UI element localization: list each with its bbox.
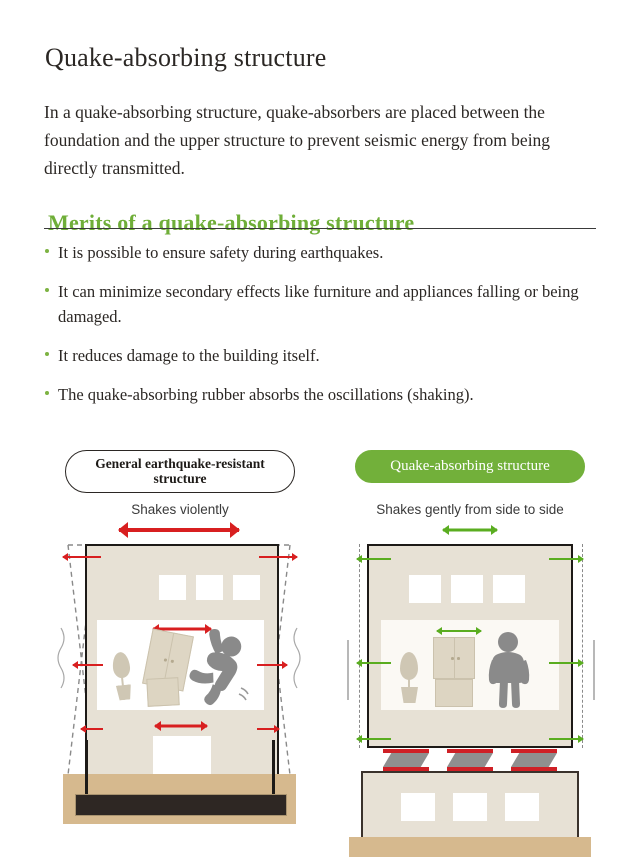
arrow-side-mid-left-green: [356, 658, 391, 668]
window: [159, 575, 186, 600]
list-item-text: It reduces damage to the building itself…: [58, 346, 320, 365]
fallen-box-left: [146, 677, 180, 707]
bullet-dot-icon: [45, 391, 49, 395]
window: [233, 575, 260, 600]
arrow-side-upper-right: [259, 552, 298, 562]
quake-absorber-isolator: [511, 749, 557, 771]
entrance-door: [153, 736, 211, 778]
merits-heading: Merits of a quake-absorbing structure: [48, 210, 415, 236]
standing-person-icon: [488, 632, 530, 708]
window: [493, 575, 525, 603]
merits-divider: [44, 228, 596, 229]
panel-quake-absorbing: Quake-absorbing structure Shakes gently …: [325, 440, 615, 857]
sway-outline-right-outer: [359, 544, 583, 748]
arrow-shake-top-green: [442, 524, 498, 536]
bullet-dot-icon: [45, 249, 49, 253]
merits-list: It is possible to ensure safety during e…: [44, 240, 614, 421]
plant-left: [106, 651, 139, 704]
arrow-side-low-right-green: [549, 734, 584, 744]
list-item: It reduces damage to the building itself…: [44, 343, 614, 368]
arrow-side-mid-right-green: [549, 658, 584, 668]
comparison-diagram: General earthquake-resistant structure S…: [0, 440, 640, 857]
list-item: It can minimize secondary effects like f…: [44, 279, 614, 329]
list-item-text: The quake-absorbing rubber absorbs the o…: [58, 385, 474, 404]
motion-line-left: [347, 640, 349, 700]
quake-absorber-isolator: [383, 749, 429, 771]
bullet-dot-icon: [45, 288, 49, 292]
base-window: [401, 793, 435, 821]
label-quake-absorbing-structure: Quake-absorbing structure: [355, 450, 585, 483]
motion-line-right: [593, 640, 595, 700]
base-window: [453, 793, 487, 821]
column-right: [272, 740, 275, 796]
arrow-side-upper-left: [62, 552, 101, 562]
arrow-shake-top-red: [118, 522, 240, 538]
falling-person-icon: [189, 629, 249, 706]
base-window: [505, 793, 539, 821]
window: [451, 575, 483, 603]
arrow-room-green: [436, 626, 482, 636]
label-general-structure: General earthquake-resistant structure: [65, 450, 295, 493]
arrow-lower-red: [154, 720, 208, 732]
bullet-dot-icon: [45, 352, 49, 356]
label-shakes-gently: Shakes gently from side to side: [376, 502, 564, 517]
list-item: It is possible to ensure safety during e…: [44, 240, 614, 265]
arrow-side-low-left-green: [356, 734, 391, 744]
list-item-text: It is possible to ensure safety during e…: [58, 243, 384, 262]
quake-absorber-isolator: [447, 749, 493, 771]
arrow-side-mid-left: [72, 660, 103, 670]
foundation-slab: [75, 794, 287, 816]
arrow-side-low-right: [257, 724, 280, 734]
list-item-text: It can minimize secondary effects like f…: [58, 282, 579, 326]
plant-right: [395, 652, 425, 706]
arrow-side-low-left: [80, 724, 103, 734]
intro-paragraph: In a quake-absorbing structure, quake-ab…: [44, 101, 551, 178]
arrow-side-mid-right: [257, 660, 288, 670]
cabinet-right-upper: [433, 637, 475, 679]
window: [196, 575, 223, 600]
ground-right: [349, 837, 591, 857]
panel-earthquake-resistant: General earthquake-resistant structure S…: [35, 440, 325, 840]
page-title: Quake-absorbing structure: [45, 43, 327, 73]
column-left: [85, 740, 88, 796]
arrow-side-upper-left-green: [356, 554, 391, 564]
window: [409, 575, 441, 603]
list-item: The quake-absorbing rubber absorbs the o…: [44, 382, 614, 407]
label-shakes-violently: Shakes violently: [131, 502, 229, 517]
cabinet-right-lower: [435, 679, 473, 707]
arrow-side-upper-right-green: [549, 554, 584, 564]
